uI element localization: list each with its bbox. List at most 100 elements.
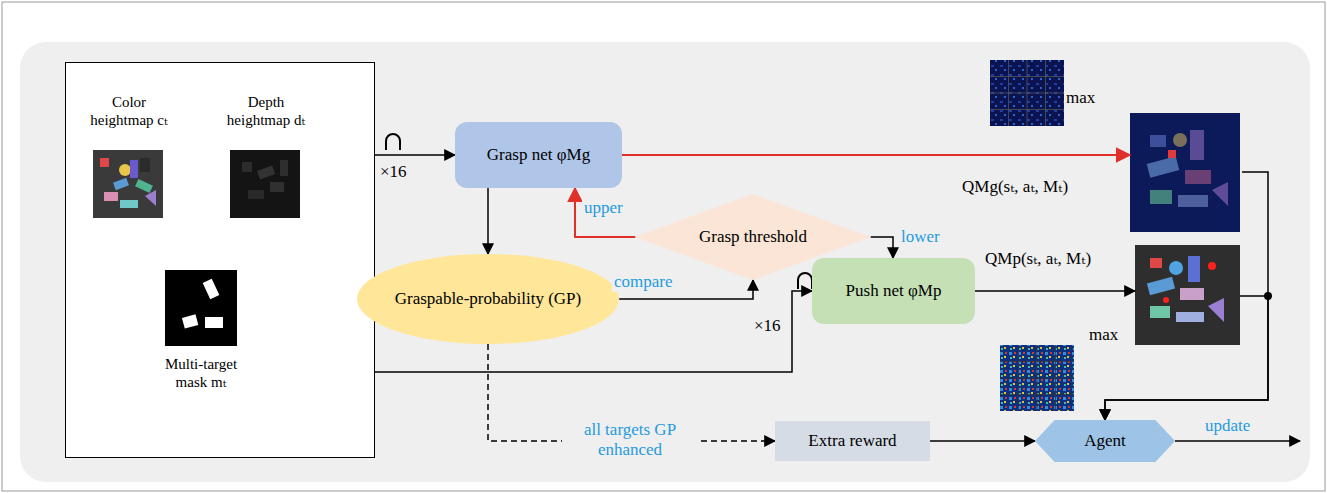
figure-part (990, 60, 1064, 126)
q-value-label: QMp(sₜ, aₜ, Mₜ) (985, 249, 1091, 269)
figure-part (1168, 150, 1176, 158)
figure-part (1000, 345, 1074, 411)
figure-part (230, 150, 300, 218)
edge-label: upper (582, 198, 625, 218)
figure-part (1147, 277, 1175, 295)
figure-part (990, 109, 1064, 110)
edge-label: lower (899, 227, 942, 247)
edge-label: ×16 (752, 316, 783, 336)
connector-arrow (1105, 172, 1268, 420)
probability-ellipse: Graspable-probability (GP) (357, 254, 619, 344)
connector-arrow (975, 290, 1135, 292)
max-label: max (1089, 325, 1118, 345)
q-map-output: maxQMg(sₜ, aₜ, Mₜ) (1130, 113, 1242, 232)
figure-part (1176, 312, 1204, 322)
figure-part (1130, 113, 1240, 232)
figure-part (1045, 60, 1046, 126)
node-label: Grasp threshold (699, 227, 807, 247)
connector-arrow (487, 188, 489, 254)
connector-arrow (622, 154, 1130, 156)
figure-part (165, 270, 237, 346)
figure-part (119, 164, 131, 176)
figure-part (205, 317, 223, 328)
figure-part (1180, 288, 1204, 300)
connector-arrow (871, 237, 893, 258)
figure-part (182, 314, 198, 328)
figure-part (113, 178, 129, 190)
connector-arrow (930, 440, 1035, 442)
agent-hexagon: Agent (1035, 420, 1175, 462)
figure-part (1150, 306, 1170, 318)
figure-part (257, 166, 275, 180)
figure-part (1000, 394, 1074, 395)
figure-part (145, 190, 156, 206)
image-caption: Depth heightmap dₜ (218, 93, 314, 129)
node-label: Agent (1084, 431, 1126, 451)
figure-part (93, 150, 163, 218)
figure-part (203, 279, 220, 300)
figure-part (248, 190, 264, 199)
figure-part (1135, 245, 1240, 345)
figure-part (1147, 156, 1180, 177)
figure-part (1212, 182, 1228, 206)
figure-part (1150, 258, 1162, 268)
figure-part (165, 270, 237, 346)
plain-label: update (1205, 416, 1250, 436)
figure-part (1000, 345, 1074, 411)
figure-part (242, 162, 252, 172)
node-label: Grasp net φMg (487, 145, 590, 165)
figure-part (65, 62, 375, 458)
q-value-label: QMg(sₜ, aₜ, Mₜ) (962, 177, 1068, 197)
figure-part (120, 200, 138, 208)
figure-part (1173, 133, 1187, 147)
process-box: Push net φMp (812, 258, 975, 324)
figure-part (1000, 378, 1074, 379)
image-caption: Color heightmap cₜ (81, 93, 177, 129)
process-box: Grasp net φMg (455, 122, 622, 188)
figure-part (1055, 345, 1056, 411)
node-label: Push net φMp (846, 281, 942, 301)
figure-part (1190, 130, 1204, 160)
reward-box: Extra reward (775, 421, 930, 461)
edge-label: ×16 (378, 162, 409, 182)
connector-arrow (1105, 296, 1268, 420)
q-map-output: QMp(sₜ, aₜ, Mₜ)max (1135, 245, 1240, 345)
figure-part (140, 158, 150, 172)
figure-part (93, 150, 163, 218)
figure-part (1150, 190, 1172, 204)
figure-part (1175, 440, 1300, 442)
node-label: Extra reward (808, 431, 896, 451)
figure-part (270, 182, 284, 192)
figure-part (100, 158, 109, 167)
figure-part (990, 60, 1064, 126)
figure-part (1169, 261, 1183, 275)
figure-part (1150, 135, 1166, 147)
figure-part (1135, 245, 1240, 345)
figure-part (20, 42, 1310, 482)
figure-part (1208, 298, 1224, 322)
image-caption: Multi-target mask mₜ (153, 355, 249, 391)
figure-part (1185, 170, 1211, 184)
max-label: max (1066, 88, 1095, 108)
input-panel: Color heightmap cₜ Depth heightmap dₜ Mult… (65, 62, 375, 458)
connector-arrow (375, 154, 455, 156)
figure-part (135, 179, 153, 193)
figure-part (1208, 262, 1216, 270)
figure-part (130, 160, 138, 178)
node-label: Graspable-probability (GP) (395, 289, 581, 309)
shape-fill (1035, 420, 1175, 462)
figure-part (798, 273, 812, 289)
figure-part (1188, 256, 1200, 282)
edge-label: all targets GP enhanced (562, 420, 698, 459)
edge-label: compare (612, 272, 675, 292)
figure-part (230, 150, 300, 218)
figure-part (386, 134, 400, 150)
figure-part (990, 93, 1064, 94)
figure-part (1163, 297, 1169, 303)
figure-part (1178, 195, 1208, 207)
figure-part (1130, 113, 1240, 232)
figure-part (280, 160, 288, 176)
connector-arrow (575, 188, 635, 237)
figure-part (104, 192, 118, 201)
